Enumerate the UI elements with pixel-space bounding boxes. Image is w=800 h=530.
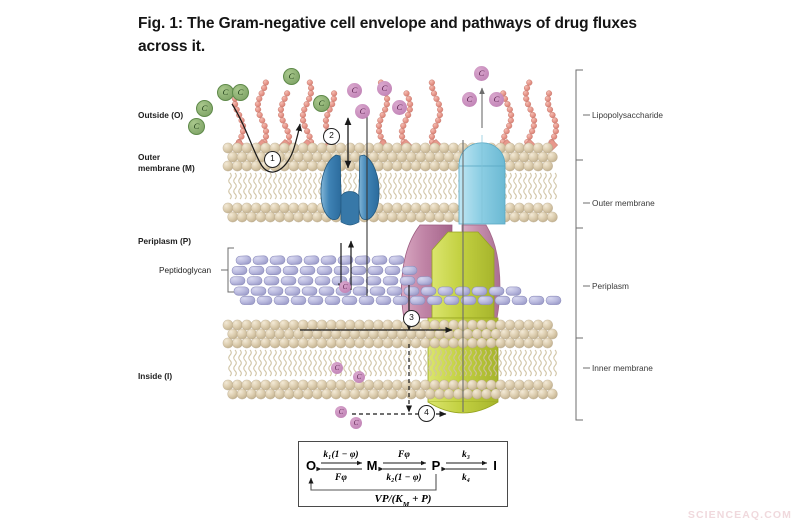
compartment-M: M bbox=[367, 458, 378, 473]
drug-molecule: C bbox=[462, 92, 477, 107]
rate-reverse-1: k₂(1 − φ) bbox=[386, 472, 421, 483]
drug-molecule: C bbox=[489, 92, 504, 107]
right-bracket-scale bbox=[575, 69, 590, 421]
compartment-P: P bbox=[432, 458, 441, 473]
drug-molecule: C bbox=[392, 100, 407, 115]
drug-molecule: C bbox=[313, 95, 330, 112]
peptidoglycan-layer bbox=[229, 255, 562, 305]
rate-forward-2: k₃ bbox=[462, 450, 470, 460]
pathway-arrows bbox=[231, 87, 485, 418]
label-inside: Inside (I) bbox=[138, 371, 173, 381]
drug-molecule: C bbox=[283, 68, 300, 85]
drug-molecule: C bbox=[353, 371, 365, 383]
marker-pathway-4: 4 bbox=[418, 405, 435, 422]
drug-molecule: C bbox=[196, 100, 213, 117]
rate-reverse-0: Fφ bbox=[334, 473, 347, 483]
efflux-term: VP/(KM + P) bbox=[375, 493, 432, 506]
rate-reverse-2: k₄ bbox=[462, 473, 470, 483]
marker-pathway-2: 2 bbox=[323, 128, 340, 145]
rate-forward-1: Fφ bbox=[397, 450, 410, 460]
arrow-pathway-1 bbox=[231, 103, 303, 173]
label-outside: Outside (O) bbox=[138, 110, 184, 120]
label-outer-membrane-right: Outer membrane bbox=[592, 198, 655, 208]
compartment-I: I bbox=[493, 458, 497, 473]
drug-molecule: C bbox=[350, 417, 362, 429]
label-outer-membrane: Outer membrane (M) bbox=[138, 152, 195, 173]
drug-molecule: C bbox=[377, 81, 392, 96]
watermark: SCIENCEAQ.COM bbox=[687, 509, 792, 521]
drug-molecule: C bbox=[347, 83, 362, 98]
label-inner-membrane: Inner membrane bbox=[592, 363, 653, 373]
rate-forward-0: k₁(1 − φ) bbox=[323, 449, 358, 460]
label-lipopolysaccharide: Lipopolysaccharide bbox=[592, 110, 664, 120]
marker-pathway-1: 1 bbox=[264, 151, 281, 168]
drug-molecule: C bbox=[339, 281, 351, 293]
label-periplasm: Periplasm (P) bbox=[138, 236, 192, 246]
drug-molecule: C bbox=[232, 84, 249, 101]
drug-molecule: C bbox=[355, 104, 370, 119]
drug-molecule: C bbox=[335, 406, 347, 418]
drug-molecule: C bbox=[188, 118, 205, 135]
outer-membrane-channel-protein bbox=[458, 135, 506, 225]
compartment-O: O bbox=[306, 458, 316, 473]
drug-molecule: C bbox=[474, 66, 489, 81]
peptidoglycan-bracket bbox=[221, 247, 234, 293]
drug-molecule: C bbox=[331, 362, 343, 374]
porin-protein bbox=[320, 154, 380, 226]
label-peptidoglycan: Peptidoglycan bbox=[159, 265, 212, 275]
label-periplasm-right: Periplasm bbox=[592, 281, 629, 291]
figure-title: Fig. 1: The Gram-negative cell envelope … bbox=[138, 15, 637, 56]
inner-membrane-bilayer bbox=[222, 319, 558, 400]
lipopolysaccharide-chains bbox=[231, 79, 560, 152]
marker-pathway-3: 3 bbox=[403, 310, 420, 327]
kinetic-scheme-box: O M P I k₁(1 − φ) Fφ k₃ Fφ k₂(1 − φ) k₄ … bbox=[298, 441, 508, 507]
